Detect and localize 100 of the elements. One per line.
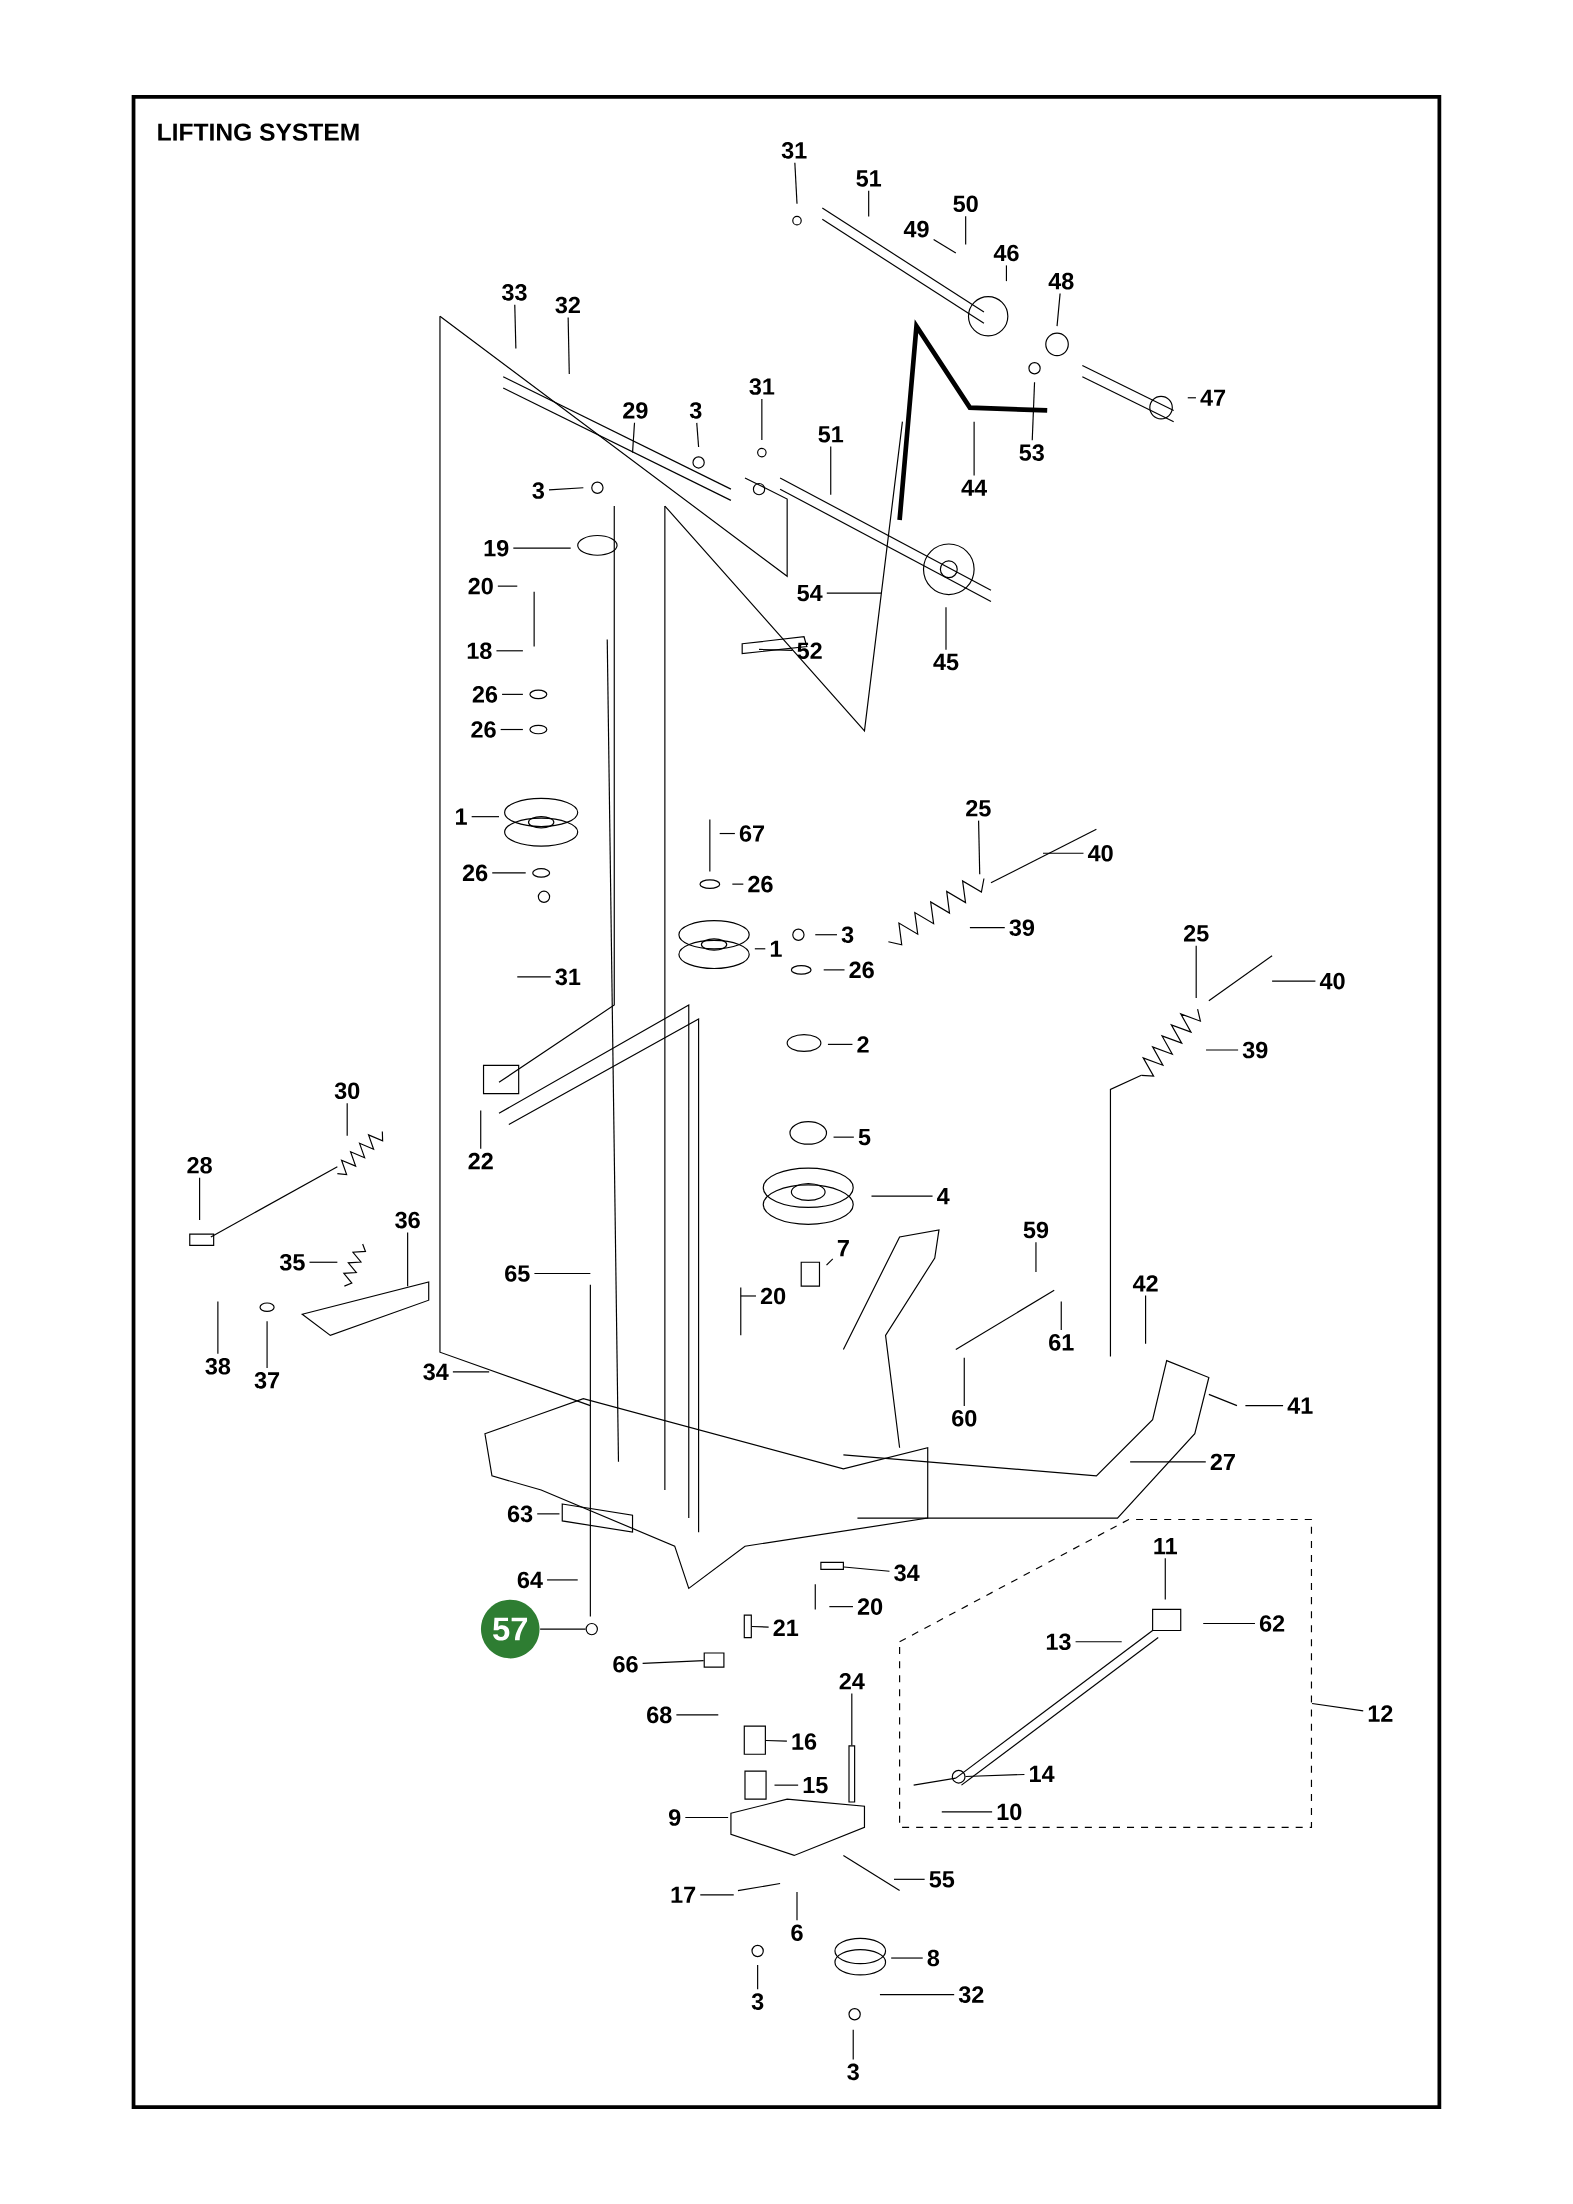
leader-line [868,190,870,218]
leader-line [1202,1622,1256,1625]
callout-number: 9 [669,1809,681,1826]
leader-line [757,1964,759,1990]
leader-line [642,1659,705,1665]
leader-line [199,1177,201,1221]
callout-number: 35 [279,1253,305,1271]
callout-number: 30 [334,1082,360,1100]
callout-number: 20 [857,1598,883,1615]
leader-line [825,1258,834,1266]
callout-number: 26 [471,721,496,738]
leader-line [1187,397,1197,399]
leader-line [893,1878,926,1880]
leader-line [973,421,975,477]
leader-line [471,816,500,818]
bolt-part [820,1561,844,1570]
callout-number: 38 [205,1357,231,1375]
leader-line [843,1566,891,1572]
callout-number: 25 [1184,925,1209,942]
callout-number: 2 [857,1036,869,1053]
leader-line [1145,1295,1147,1345]
callout-number: 50 [953,195,978,213]
leader-line [1031,381,1036,441]
callout-number: 40 [1088,844,1113,862]
callout-number: 3 [841,926,854,944]
callout-number: 40 [1319,972,1345,990]
callout-number: 18 [467,642,492,660]
callout-number: 46 [993,244,1019,262]
callout-number: 37 [254,1372,280,1389]
leader-line [308,1261,338,1263]
leader-line [879,1994,955,1996]
callout-number: 5 [858,1128,871,1146]
leader-line [1060,1301,1062,1331]
leader-line [536,1513,561,1515]
callout-number: 26 [748,875,773,893]
leader-line [497,585,518,587]
callout-number: 20 [760,1287,786,1305]
callout-number: 68 [647,1706,672,1724]
leader-line [851,1692,853,1746]
callout-number: 67 [739,825,765,842]
leader-line [833,1136,855,1138]
callout-number: 65 [505,1265,530,1282]
clip-part [703,1652,725,1668]
leader-line [533,1272,591,1275]
leader-line [754,948,766,950]
callout-number: 1 [770,940,782,957]
leader-line [751,1625,770,1628]
callout-number: 25 [966,799,991,817]
callout-number: 3 [751,1993,764,2010]
callout-number: 63 [507,1505,533,1523]
leader-line [890,1957,924,1959]
leader-line [266,1320,268,1369]
callout-number: 32 [555,296,580,314]
callout-number: 16 [792,1733,817,1750]
leader-line [965,215,967,246]
callout-number: 64 [517,1571,543,1589]
callout-number: 36 [395,1211,420,1229]
leader-line [500,728,524,731]
callout-number: 27 [1210,1453,1235,1471]
callout-number: 62 [1259,1615,1285,1632]
leader-line [773,1784,799,1786]
callout-number: 52 [797,642,822,660]
callout-number: 17 [671,1886,696,1903]
leader-line [684,1816,729,1819]
leader-line [870,1195,934,1197]
leader-line [969,927,1006,929]
leader-line [1271,980,1317,982]
leader-line [941,1811,993,1813]
leader-line [480,1109,482,1150]
callout-number: 15 [803,1776,828,1794]
callout-number: 21 [773,1619,799,1636]
callout-number: 28 [187,1157,212,1174]
leader-line [1056,292,1061,327]
callout-number: 14 [1030,1765,1055,1782]
callout-number: 45 [933,653,959,671]
leader-line [516,976,552,978]
leader-line [719,832,736,835]
nut-part [585,1622,599,1636]
callout-number: 24 [839,1672,865,1690]
callout-number: 34 [894,1564,920,1582]
leader-line [1205,1049,1239,1051]
leader-line [794,162,798,205]
leader-line [1129,1461,1207,1463]
callout-number: 19 [484,539,509,557]
callout-number: 22 [468,1152,493,1170]
callout-number: 34 [423,1363,449,1381]
bushing-part [743,1725,766,1755]
leader-line [491,872,527,874]
leader-line [830,446,832,496]
leader-line [539,1628,587,1630]
callout-number: 31 [749,378,775,395]
callout-number: 11 [1154,1538,1178,1555]
leader-line [514,304,517,350]
leader-line [546,1579,579,1581]
callout-number: 4 [937,1188,950,1205]
callout-number: 20 [468,577,493,595]
callout-number: 26 [472,686,498,703]
leader-line [814,934,838,936]
leader-line [765,1739,788,1742]
leader-line [945,606,947,651]
